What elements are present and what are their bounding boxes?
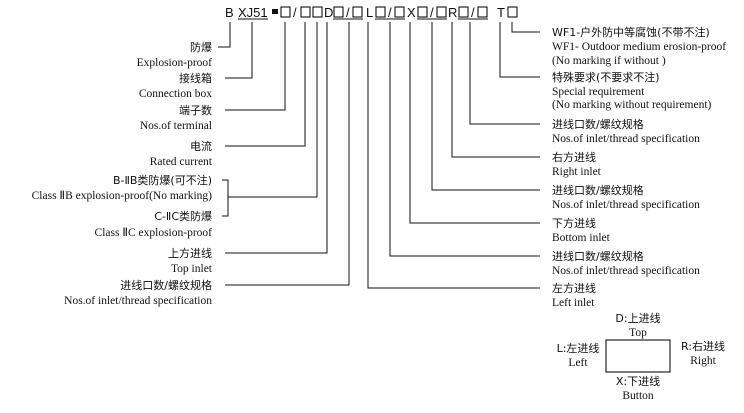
code-t: T [497,5,505,20]
code-box [436,6,447,18]
code-xj51: XJ51 [238,5,268,20]
legend-right-en: Right [690,355,716,367]
code-r: R [448,5,457,20]
label-en: Class ⅡC explosion-proof [95,227,213,239]
code-l: L [366,5,373,20]
label-en: Top inlet [171,263,213,275]
code-slash: / [293,5,297,20]
code-box [333,6,344,18]
label-en: Class ⅡB explosion-proof(No marking) [32,190,213,202]
label-zh: 进线口数/螺纹规格 [552,183,644,197]
legend-bottom-en: Button [622,390,654,402]
legend-top-en: Top [629,327,647,339]
leader-lines [218,22,540,289]
code-box [280,6,291,18]
label-zh: 进线口数/螺纹规格 [552,117,644,131]
code-slash: / [346,5,350,20]
code-box [352,6,363,18]
code-box [300,6,311,18]
label-zh: WF1-户外防中等腐蚀(不带不注) [552,25,710,39]
code-dash [272,9,278,14]
code-d: D [324,5,333,20]
orientation-legend: D:上进线 Top L:左进线 Left R:右进线 Right X:下进线 B… [557,311,725,402]
label-zh: C-ⅡC类防爆 [154,209,212,223]
label-en: Nos.of inlet/thread specification [552,133,700,145]
code-box [507,6,518,18]
label-en: Nos.of terminal [140,120,212,132]
label-en: (No marking without requirement) [552,99,712,111]
code-b: B [225,5,234,20]
code-box [375,6,386,18]
label-en: Bottom inlet [552,232,611,244]
label-en: Nos.of inlet/thread specification [552,265,700,277]
code-slash: / [471,5,475,20]
left-labels: 防爆 Explosion-proof 接线箱 Connection box 端子… [32,40,213,307]
label-zh: 上方进线 [168,246,212,260]
label-en: Special requirement [552,86,645,98]
label-en: Connection box [139,88,212,100]
label-en: Right inlet [552,166,602,178]
label-zh: 电流 [190,139,212,153]
label-zh: 接线箱 [179,71,212,85]
code-x: X [407,5,416,20]
code-box [394,6,405,18]
label-zh: 防爆 [190,40,212,54]
legend-right-zh: R:右进线 [681,339,725,353]
label-en: Explosion-proof [137,57,213,69]
label-en: Rated current [150,156,213,168]
label-zh: 端子数 [179,104,212,117]
label-zh: B-ⅡB类防爆(可不注) [113,173,212,187]
label-en: WF1- Outdoor medium erosion-proof [552,41,726,53]
label-en: Nos.of inlet/thread specification [64,295,212,307]
label-en: (No marking if without ) [552,55,666,67]
legend-top-zh: D:上进线 [615,311,660,325]
code-box [417,6,428,18]
legend-bottom-zh: X:下进线 [616,374,660,388]
legend-left-en: Left [568,357,588,369]
code-slash: / [388,5,392,20]
label-zh: 左方进线 [552,281,596,295]
label-en: Nos.of inlet/thread specification [552,199,700,211]
enclosure-box [605,339,671,373]
model-code: B XJ51 / D / L / X / R / T [225,5,518,20]
code-slash: / [430,5,434,20]
code-box [477,6,488,18]
label-zh: 下方进线 [552,216,596,230]
label-zh: 进线口数/螺纹规格 [120,278,212,292]
code-box [458,6,469,18]
code-box [312,6,323,18]
legend-left-zh: L:左进线 [557,341,600,355]
label-zh: 进线口数/螺纹规格 [552,249,644,263]
label-zh: 右方进线 [552,150,596,164]
right-labels: WF1-户外防中等腐蚀(不带不注) WF1- Outdoor medium er… [552,25,726,309]
label-en: Left inlet [552,297,595,309]
label-zh: 特殊要求(不要求不注) [552,70,660,84]
